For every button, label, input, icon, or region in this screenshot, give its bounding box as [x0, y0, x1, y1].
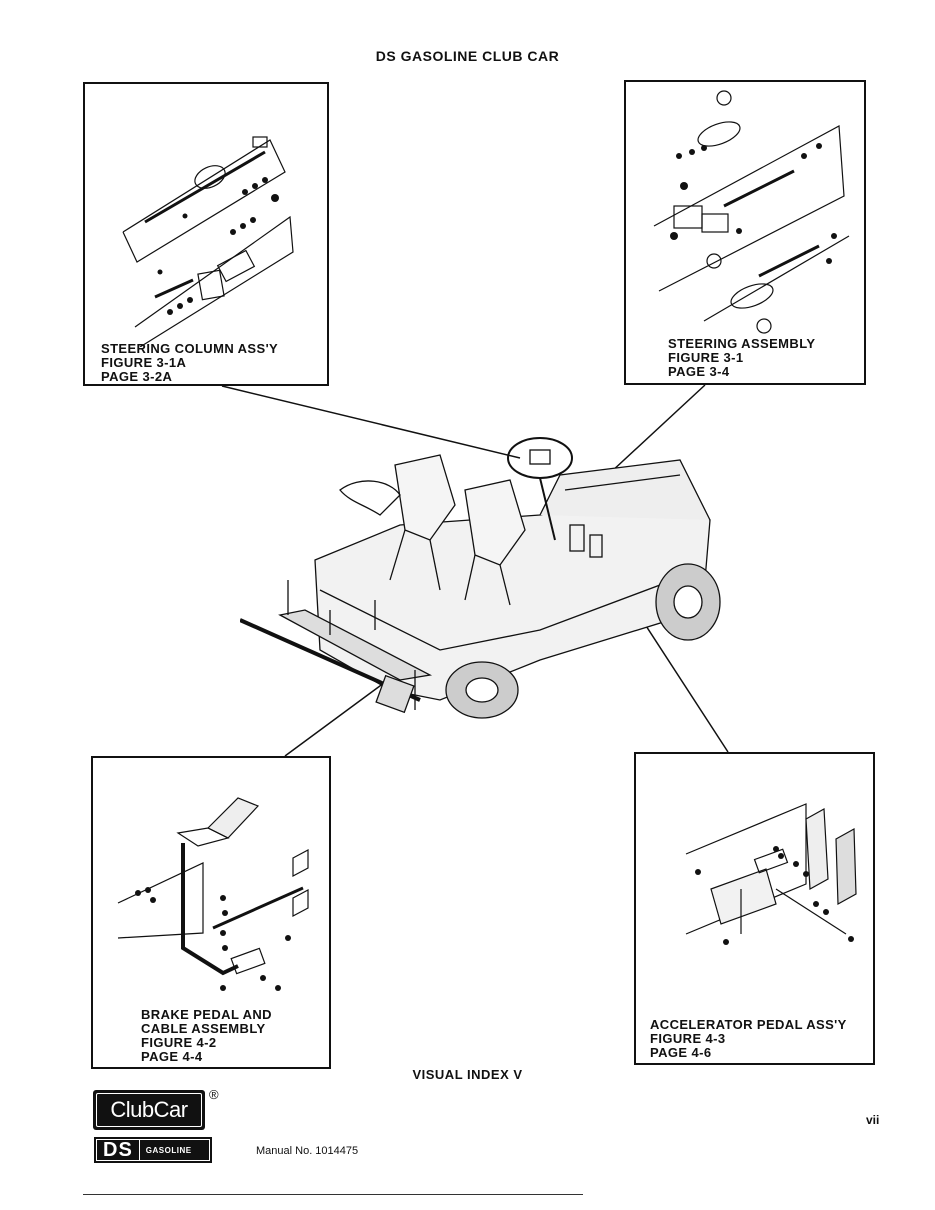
brake-pedal-exploded-diagram — [117, 797, 309, 991]
ds-logo-word: GASOLINE — [145, 1145, 192, 1155]
caption-name-line1: BRAKE PEDAL AND — [141, 1007, 272, 1022]
page-title: DS GASOLINE CLUB CAR — [375, 48, 560, 64]
caption-figure: FIGURE 3-1A — [101, 355, 187, 370]
golf-cart-illustration — [240, 437, 721, 719]
caption-figure: FIGURE 3-1 — [668, 350, 744, 365]
caption-page: PAGE 4-4 — [141, 1049, 203, 1064]
caption-name-line2: CABLE ASSEMBLY — [141, 1021, 266, 1036]
visual-index-label: VISUAL INDEX V — [412, 1067, 523, 1082]
registered-mark: ® — [209, 1087, 219, 1102]
ds-gasoline-logo: DS GASOLINE — [94, 1137, 212, 1163]
steering-column-exploded-diagram — [122, 136, 294, 347]
caption-name: ACCELERATOR PEDAL ASS'Y — [650, 1017, 847, 1032]
manual-number: Manual No. 1014475 — [256, 1145, 359, 1157]
caption-page: PAGE 4-6 — [650, 1045, 712, 1060]
accelerator-pedal-exploded-diagram — [685, 803, 857, 945]
steering-assembly-exploded-diagram — [653, 90, 850, 334]
footer-rule — [83, 1194, 583, 1195]
caption-name: STEERING ASSEMBLY — [668, 336, 816, 351]
page-number: vii — [866, 1113, 880, 1127]
caption-figure: FIGURE 4-3 — [650, 1031, 726, 1046]
caption-page: PAGE 3-2A — [101, 369, 173, 384]
caption-figure: FIGURE 4-2 — [141, 1035, 217, 1050]
caption-name: STEERING COLUMN ASS'Y — [101, 341, 279, 356]
caption-page: PAGE 3-4 — [668, 364, 730, 379]
clubcar-logo-text: ClubCar — [96, 1093, 202, 1127]
ds-logo-letters: DS — [97, 1139, 140, 1161]
clubcar-logo: ClubCar — [93, 1090, 205, 1130]
